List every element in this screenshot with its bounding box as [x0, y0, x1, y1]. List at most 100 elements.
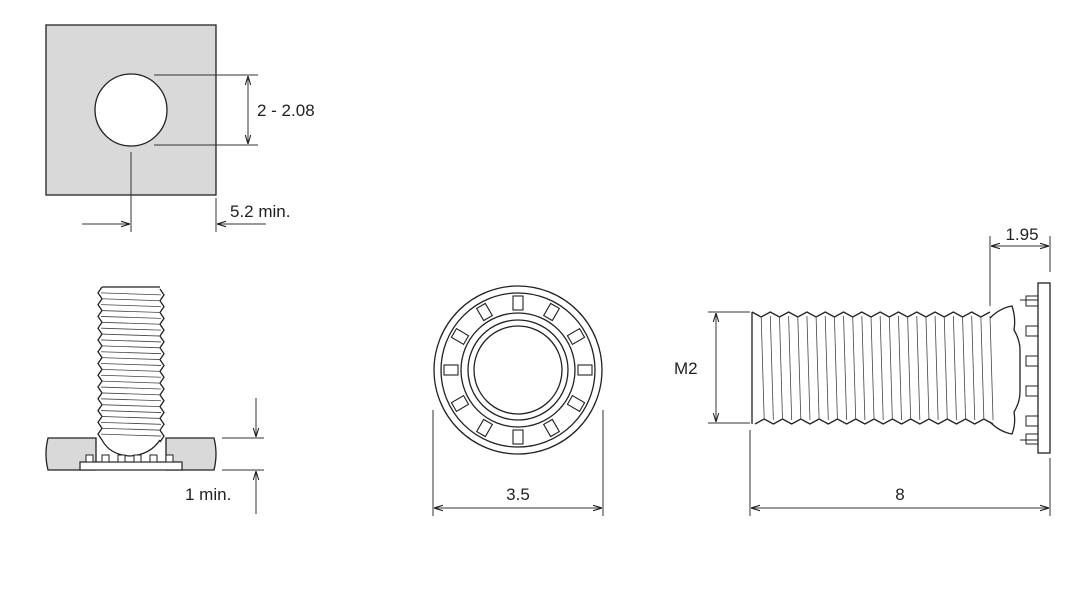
profile-thread-line	[879, 315, 884, 421]
diameter-label: 3.5	[506, 485, 530, 504]
stud-thread-line	[100, 304, 162, 308]
profile-thread-line	[797, 315, 802, 421]
end-serration	[443, 364, 459, 376]
stud-thread-line	[100, 427, 162, 431]
end-serration	[542, 418, 561, 438]
end-serration	[566, 394, 586, 413]
end-serration	[475, 418, 494, 438]
profile-thread-line	[861, 315, 866, 421]
profile-thread-line	[833, 315, 838, 421]
profile-thread-line	[769, 315, 774, 421]
stud-thread-line	[100, 327, 162, 331]
profile-view: 1.95 M2 8	[674, 225, 1051, 516]
profile-thread-line	[824, 315, 829, 421]
stud-thread-line	[100, 357, 162, 360]
end-serration	[475, 302, 494, 322]
profile-collar	[989, 305, 1021, 435]
profile-head	[1037, 282, 1051, 454]
stud-thread-line	[100, 392, 162, 396]
profile-thread-line	[898, 315, 902, 421]
stud-thread-line	[100, 380, 162, 384]
profile-thread-line	[788, 315, 793, 421]
stud-thread-line	[100, 410, 162, 413]
edge-dimension-label: 5.2 min.	[230, 202, 290, 221]
profile-serration	[1025, 385, 1039, 397]
profile-serrations	[1020, 295, 1039, 445]
stud-thread-line	[100, 316, 162, 319]
profile-thread-line	[934, 315, 939, 421]
stud-thread-line	[100, 339, 162, 343]
end-serration	[450, 327, 470, 346]
shank-middle-circle	[467, 319, 569, 421]
stud-thread-line	[100, 398, 162, 402]
stud-thread-line	[100, 351, 162, 355]
profile-thread-line	[916, 315, 921, 421]
head-serration	[133, 454, 142, 463]
profile-serration	[1025, 325, 1039, 337]
end-view: 3.5	[432, 285, 604, 516]
end-view-serrations	[443, 295, 593, 445]
stud-thread-line	[100, 298, 162, 302]
profile-thread-line	[907, 315, 912, 421]
panel-hole-view: 2 - 2.08 5.2 min.	[45, 24, 315, 232]
shank-outer-circle	[460, 312, 576, 428]
end-serration	[542, 302, 561, 322]
profile-thread-line	[980, 315, 985, 421]
stud-thread-line	[100, 404, 162, 408]
stud-thread-line	[100, 333, 162, 337]
fastener-head	[79, 461, 183, 471]
head-serration	[117, 454, 126, 463]
end-serration	[577, 364, 593, 376]
end-serration	[512, 429, 524, 445]
profile-thread-line	[843, 315, 847, 421]
profile-thread-line	[760, 315, 765, 421]
stud-thread-line	[100, 292, 162, 296]
head-serration	[165, 454, 174, 463]
profile-thread-line	[971, 315, 976, 421]
installed-side-view: 1 min.	[45, 286, 264, 514]
profile-thread-line	[852, 315, 857, 421]
length-label: 8	[895, 485, 904, 504]
hole-dimension-label: 2 - 2.08	[257, 101, 315, 120]
stud-thread-line	[100, 321, 162, 325]
bore-circle	[473, 325, 563, 415]
profile-serration	[1025, 433, 1039, 445]
mounting-hole	[94, 73, 168, 147]
stud-thread-line	[100, 421, 162, 425]
profile-thread-line	[779, 315, 783, 421]
stud-thread-line	[100, 363, 162, 366]
head-outer-circle	[433, 285, 603, 455]
stud-thread-line	[100, 368, 162, 372]
profile-thread-line	[925, 315, 930, 421]
profile-thread-line	[870, 315, 875, 421]
stud-thread-line	[100, 345, 162, 349]
profile-thread-line	[989, 315, 994, 421]
profile-thread-line	[962, 315, 966, 421]
stud-thread-line	[100, 310, 162, 313]
stud-thread-line	[100, 416, 162, 419]
profile-thread-line	[943, 315, 948, 421]
profile-thread-line	[806, 315, 811, 421]
head-dim-label: 1.95	[1005, 225, 1038, 244]
head-serrations	[85, 454, 174, 463]
profile-thread-line	[888, 315, 893, 421]
head-serration	[85, 454, 94, 463]
stud-thread-line	[100, 433, 162, 437]
head-inner-ring	[440, 292, 596, 448]
head-serration	[101, 454, 110, 463]
profile-thread-line	[815, 315, 820, 421]
sheet-thickness-label: 1 min.	[185, 485, 231, 504]
thread-label: M2	[674, 359, 698, 378]
profile-serration	[1025, 355, 1039, 367]
stud-thread-line	[100, 386, 162, 390]
stud-thread	[97, 286, 165, 457]
head-serration	[149, 454, 158, 463]
profile-serration	[1025, 295, 1039, 307]
profile-thread-lines	[760, 315, 994, 421]
profile-serration	[1025, 415, 1039, 427]
end-serration	[512, 295, 524, 311]
profile-thread-line	[952, 315, 957, 421]
end-serration	[566, 327, 586, 346]
stud-thread-line	[100, 374, 162, 378]
